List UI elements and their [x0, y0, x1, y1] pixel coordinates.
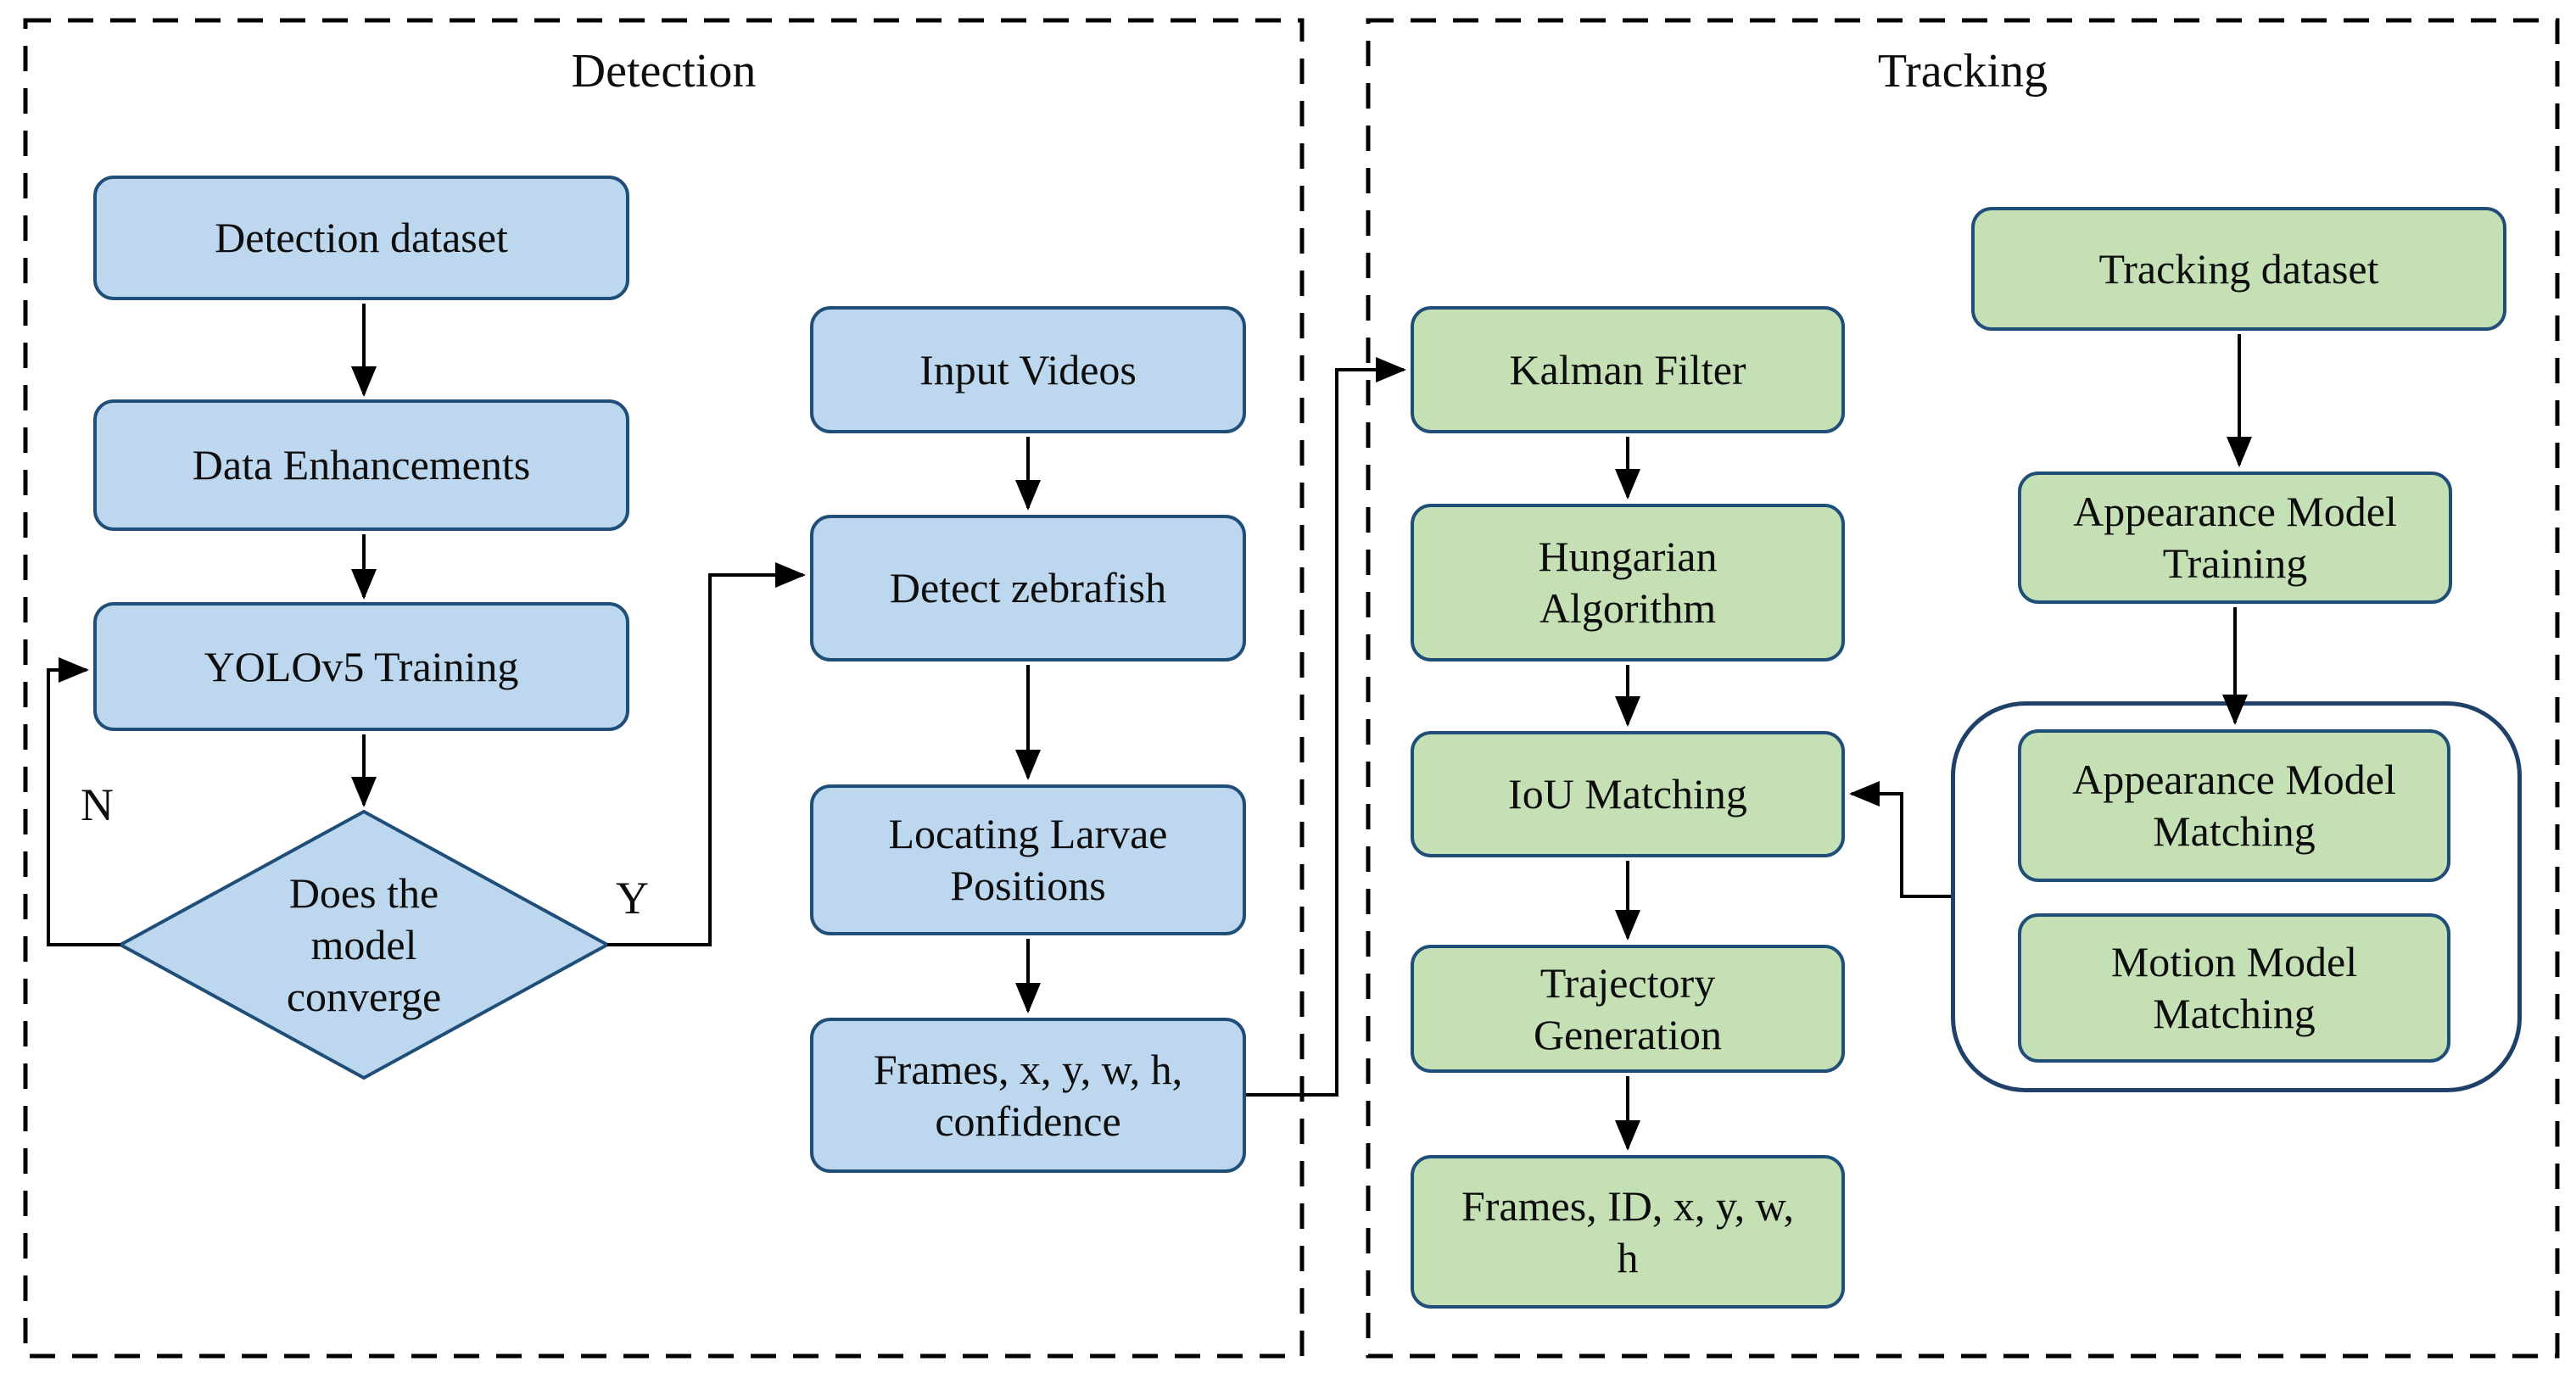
- detection-section-border: [23, 18, 1305, 1359]
- arrow-decision-no-loop-to-yolov5: [47, 657, 120, 946]
- decision-diamond-label: Does the model converge: [286, 868, 442, 1020]
- tracking-section-border: [1366, 18, 2560, 1359]
- decision-branch-n-label: N: [81, 779, 114, 830]
- arrow-frames-output-to-kalman-filter: [1246, 357, 1406, 1097]
- node-hungarian-algorithm: Hungarian Algorithm: [1411, 504, 1845, 661]
- node-detect-zebrafish: Detect zebrafish: [810, 515, 1246, 661]
- detection-section-title: Detection: [571, 45, 757, 98]
- node-frames-confidence-output: Frames, x, y, w, h, confidence: [810, 1018, 1246, 1173]
- node-input-videos: Input Videos: [810, 306, 1246, 433]
- node-kalman-filter: Kalman Filter: [1411, 306, 1845, 433]
- node-appearance-model-training: Appearance Model Training: [2018, 472, 2452, 604]
- tracking-section-title: Tracking: [1877, 45, 2048, 98]
- node-locating-larvae-positions: Locating Larvae Positions: [810, 784, 1246, 935]
- node-data-enhancements: Data Enhancements: [93, 399, 629, 531]
- node-frames-id-output: Frames, ID, x, y, w, h: [1411, 1155, 1845, 1309]
- node-detection-dataset: Detection dataset: [93, 176, 629, 300]
- node-yolov5-training: YOLOv5 Training: [93, 602, 629, 731]
- node-appearance-model-matching: Appearance Model Matching: [2018, 729, 2450, 882]
- arrow-decision-yes-to-detect-zebrafish: [607, 562, 806, 946]
- decision-diamond-shape: [116, 809, 612, 1080]
- node-tracking-dataset: Tracking dataset: [1971, 207, 2506, 331]
- arrow-match-group-to-iou: [1849, 781, 1951, 898]
- node-motion-model-matching: Motion Model Matching: [2018, 913, 2450, 1063]
- node-iou-matching: IoU Matching: [1411, 731, 1845, 857]
- decision-branch-y-label: Y: [616, 873, 649, 924]
- node-trajectory-generation: Trajectory Generation: [1411, 945, 1845, 1073]
